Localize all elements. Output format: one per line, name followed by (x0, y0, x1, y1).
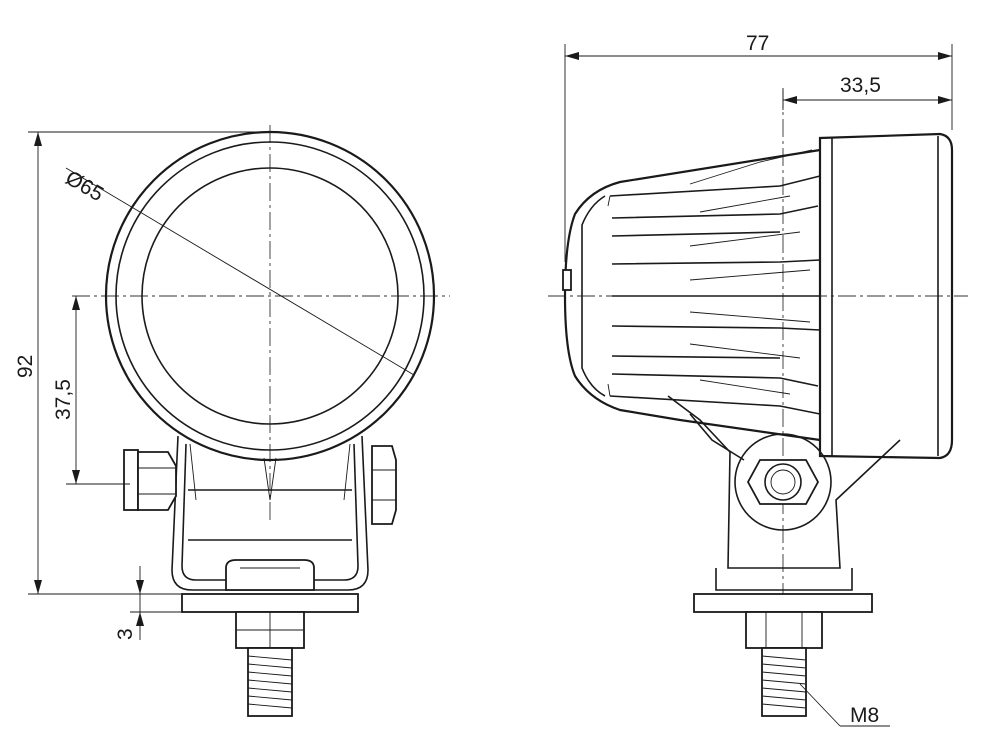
side-view: M8 77 33,5 (548, 32, 968, 727)
height-dimension-label: 92 (14, 355, 37, 378)
mount-offset-label: 33,5 (840, 74, 881, 97)
diameter-label: Ø65 (62, 166, 108, 206)
thread-label: M8 (850, 704, 879, 727)
plate-thickness-label: 3 (114, 628, 137, 640)
front-view: Ø65 92 37,5 3 (14, 125, 450, 717)
mount-height-label: 37,5 (52, 379, 75, 420)
length-dimension-label: 77 (746, 32, 769, 55)
